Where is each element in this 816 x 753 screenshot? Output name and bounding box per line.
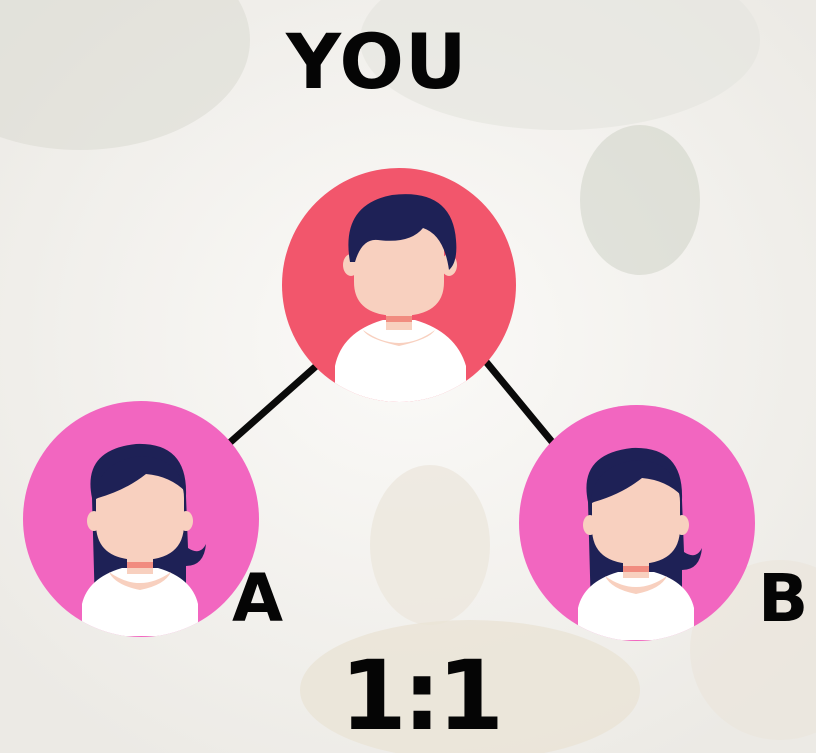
person-long-hair-icon (82, 443, 206, 636)
ratio-label: 1:1 (340, 640, 504, 752)
person-long-hair-icon (578, 447, 702, 640)
member-a-avatar (23, 401, 259, 637)
connector-line-b (474, 348, 557, 447)
member-a-label: A (232, 560, 284, 637)
you-avatar (282, 168, 516, 402)
member-b-label: B (758, 560, 809, 637)
person-short-hair-icon (335, 194, 466, 402)
member-b-avatar (519, 405, 755, 641)
diagram-title: YOU (286, 17, 468, 106)
connector-line-a (222, 348, 336, 450)
